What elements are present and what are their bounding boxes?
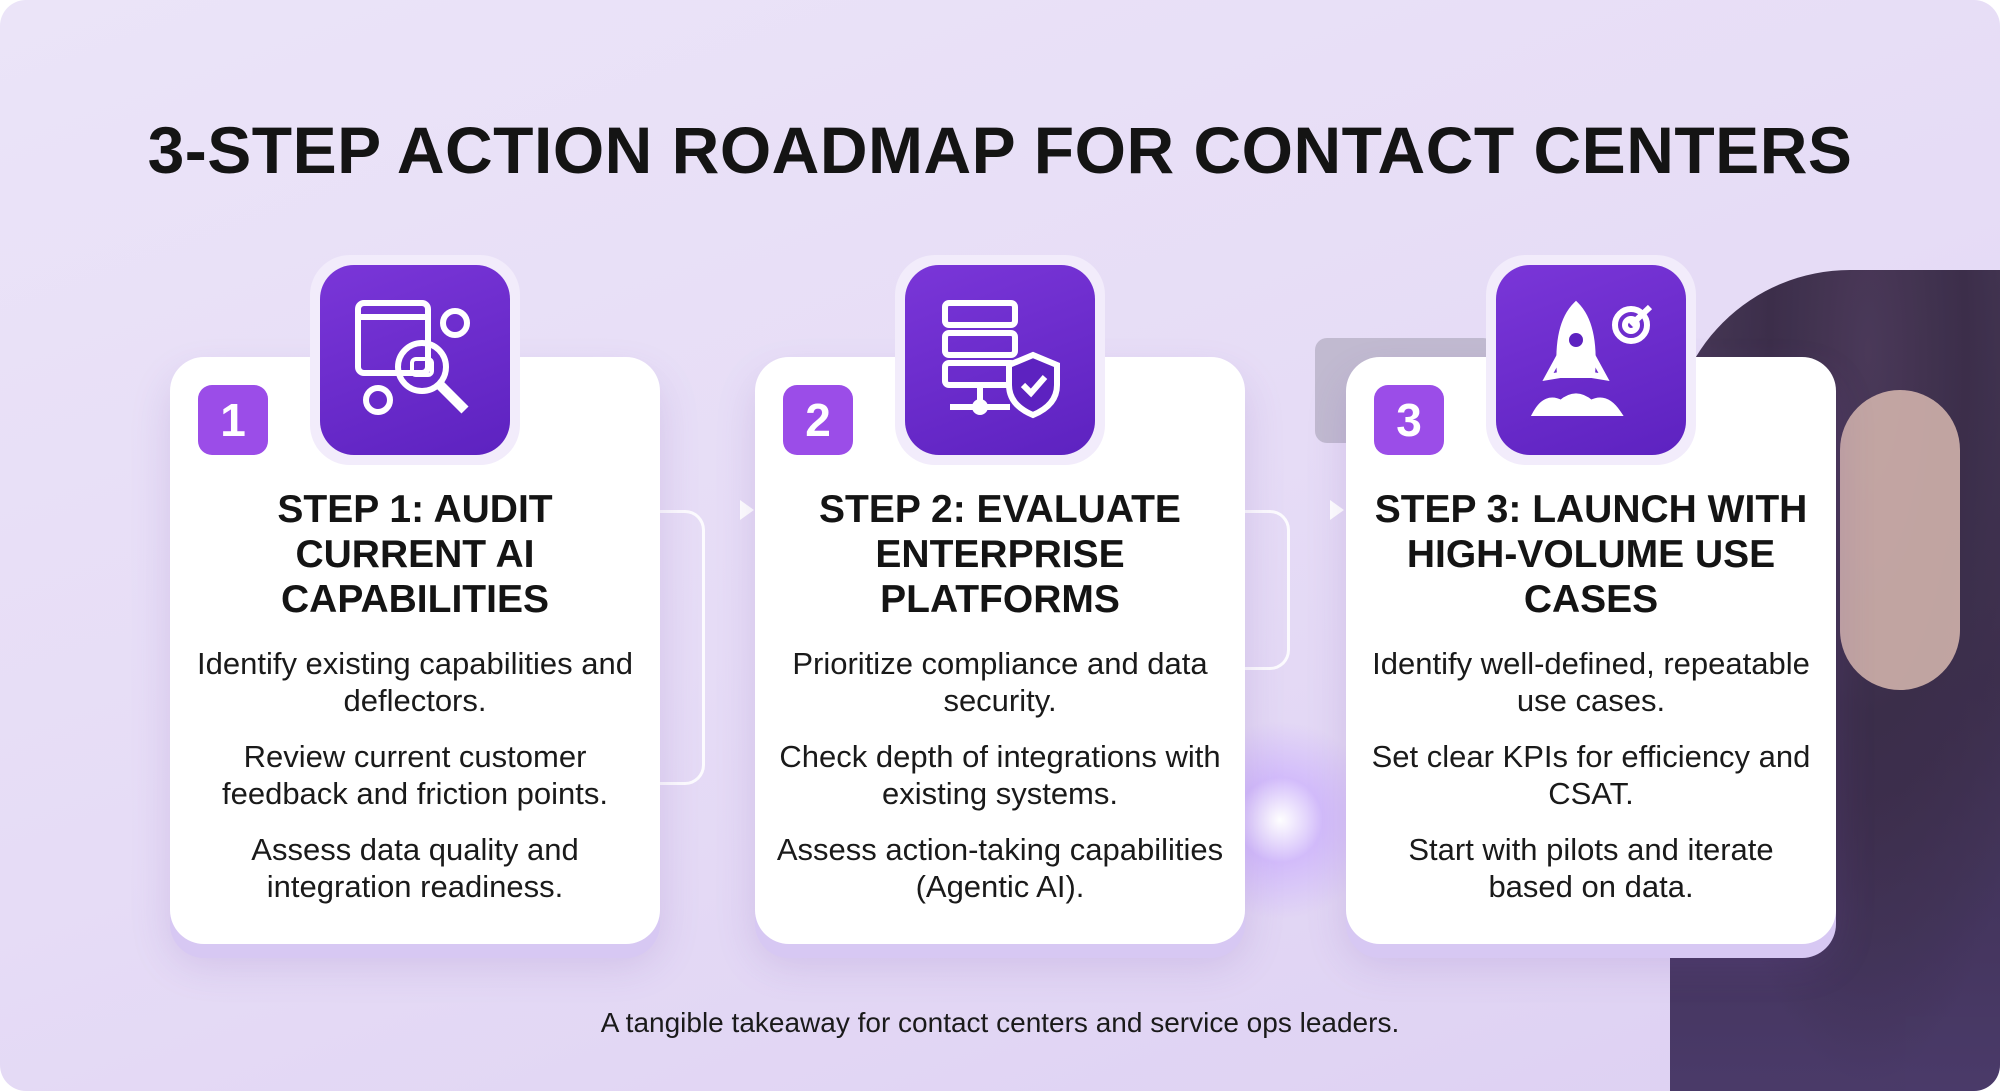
footer-caption: A tangible takeaway for contact centers … [600, 1007, 1400, 1038]
connector-1-2 [660, 510, 705, 785]
step-point: Set clear KPIs for efficiency and CSAT. [1371, 739, 1811, 811]
step-number-badge: 2 [783, 385, 853, 455]
arrow-right-icon [740, 500, 754, 520]
step-point: Review current customer feedback and fri… [221, 739, 609, 811]
server-shield-icon [895, 255, 1105, 465]
step-point: Assess data quality and integration read… [251, 832, 579, 904]
step-point: Identify existing capabilities and defle… [197, 646, 633, 718]
step-number-badge: 3 [1374, 385, 1444, 455]
step-heading: STEP 2: EVALUATE ENTERPRISE PLATFORMS [819, 488, 1181, 621]
page-title: 3-STEP ACTION ROADMAP FOR CONTACT CENTER… [147, 113, 1853, 187]
step-card-2: 2 STEP 2: EVALUATE ENTERPRISE PLATFORMS … [755, 255, 1245, 944]
connector-2-3 [1245, 510, 1290, 670]
step-point: Prioritize compliance and data security. [792, 646, 1208, 718]
agent-face [1840, 390, 1960, 690]
step-point: Identify well-defined, repeatable use ca… [1372, 646, 1810, 718]
step-point: Check depth of integrations with existin… [779, 739, 1221, 811]
step-number-badge: 1 [198, 385, 268, 455]
step-card-1: 1 STEP 1: AUDIT CURRENT AI CAPABILITIES … [170, 255, 660, 944]
step-point: Assess action-taking capabilities (Agent… [776, 832, 1224, 904]
robot-search-gears-icon [310, 255, 520, 465]
rocket-target-icon [1486, 255, 1696, 465]
arrow-right-icon [1330, 500, 1344, 520]
step-point: Start with pilots and iterate based on d… [1408, 832, 1774, 904]
step-heading: STEP 1: AUDIT CURRENT AI CAPABILITIES [277, 488, 553, 621]
step-card-3: 3 STEP 3: LAUNCH WITH HIGH-VOLUME USE CA… [1346, 255, 1836, 944]
step-heading: STEP 3: LAUNCH WITH HIGH-VOLUME USE CASE… [1374, 488, 1808, 621]
